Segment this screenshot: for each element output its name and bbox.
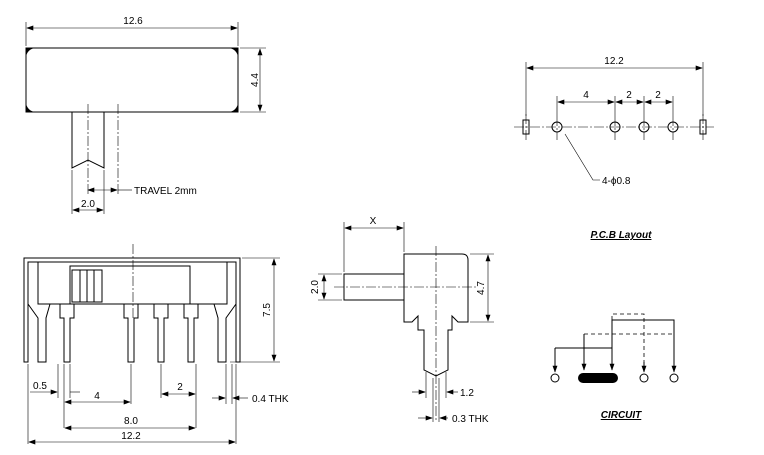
travel-label: TRAVEL 2mm [134, 186, 197, 197]
hole-label: 4-ϕ0.8 [602, 176, 631, 187]
front-leg-right [213, 303, 237, 363]
circuit-title: CIRCUIT [601, 410, 642, 421]
front-overall-label: 12.2 [121, 431, 141, 442]
pcb-layout: 12.2 4 2 2 4-ϕ0.8 P.C.B Layout [514, 56, 714, 241]
side-body-height-label: 4.7 [476, 281, 487, 295]
circuit-common-line [555, 319, 675, 372]
pin-span-2-label: 2 [177, 382, 183, 393]
side-thickness-label: 0.3 THK [452, 414, 489, 425]
top-view: 12.6 4.4 TRAVEL 2mm 2.0 [25, 16, 266, 214]
front-body [37, 261, 228, 305]
pcb-layout-title: P.C.B Layout [591, 230, 653, 241]
corner-mark [26, 48, 36, 58]
front-frame [23, 257, 241, 363]
actuator-width-label: 2.0 [81, 199, 95, 210]
circuit-terminal [639, 373, 649, 383]
pin-offset-label: 0.5 [33, 381, 47, 392]
front-view: 7.5 0.5 4 2 0.4 THK 8.0 12.2 [23, 244, 289, 445]
span-8-label: 8.0 [124, 416, 138, 427]
circuit-contact-bar [578, 373, 618, 383]
corner-mark [228, 102, 238, 112]
pcb-pitch-b-label: 2 [626, 90, 632, 101]
corner-mark [228, 48, 238, 58]
front-pin [153, 304, 169, 363]
x-label: X [370, 216, 377, 227]
top-body-outline [25, 47, 239, 113]
corner-mark [26, 102, 36, 112]
height-label: 4.4 [250, 73, 261, 87]
circuit-terminal [669, 373, 679, 383]
front-pin [183, 304, 199, 363]
front-housing [69, 265, 191, 305]
pcb-pitch-a-label: 4 [583, 90, 589, 101]
front-leg-left [27, 303, 51, 363]
side-actuator-height-label: 2.0 [310, 280, 321, 294]
side-pin-width-label: 1.2 [460, 388, 474, 399]
circuit-dashed-line [584, 313, 645, 372]
pcb-overall-label: 12.2 [604, 56, 624, 67]
circuit-terminal [550, 373, 560, 383]
side-view: X 2.0 4.7 1.2 0.3 THK [310, 216, 494, 425]
front-thickness-label: 0.4 THK [252, 394, 289, 405]
front-pin [123, 304, 139, 363]
hole-leader [564, 133, 600, 181]
width-label: 12.6 [123, 16, 143, 27]
side-body [403, 253, 469, 377]
pin-span-4-label: 4 [94, 391, 100, 402]
front-height-label: 7.5 [262, 303, 273, 317]
pcb-pitch-c-label: 2 [655, 90, 661, 101]
front-pin [59, 304, 75, 363]
circuit: CIRCUIT [550, 313, 679, 421]
